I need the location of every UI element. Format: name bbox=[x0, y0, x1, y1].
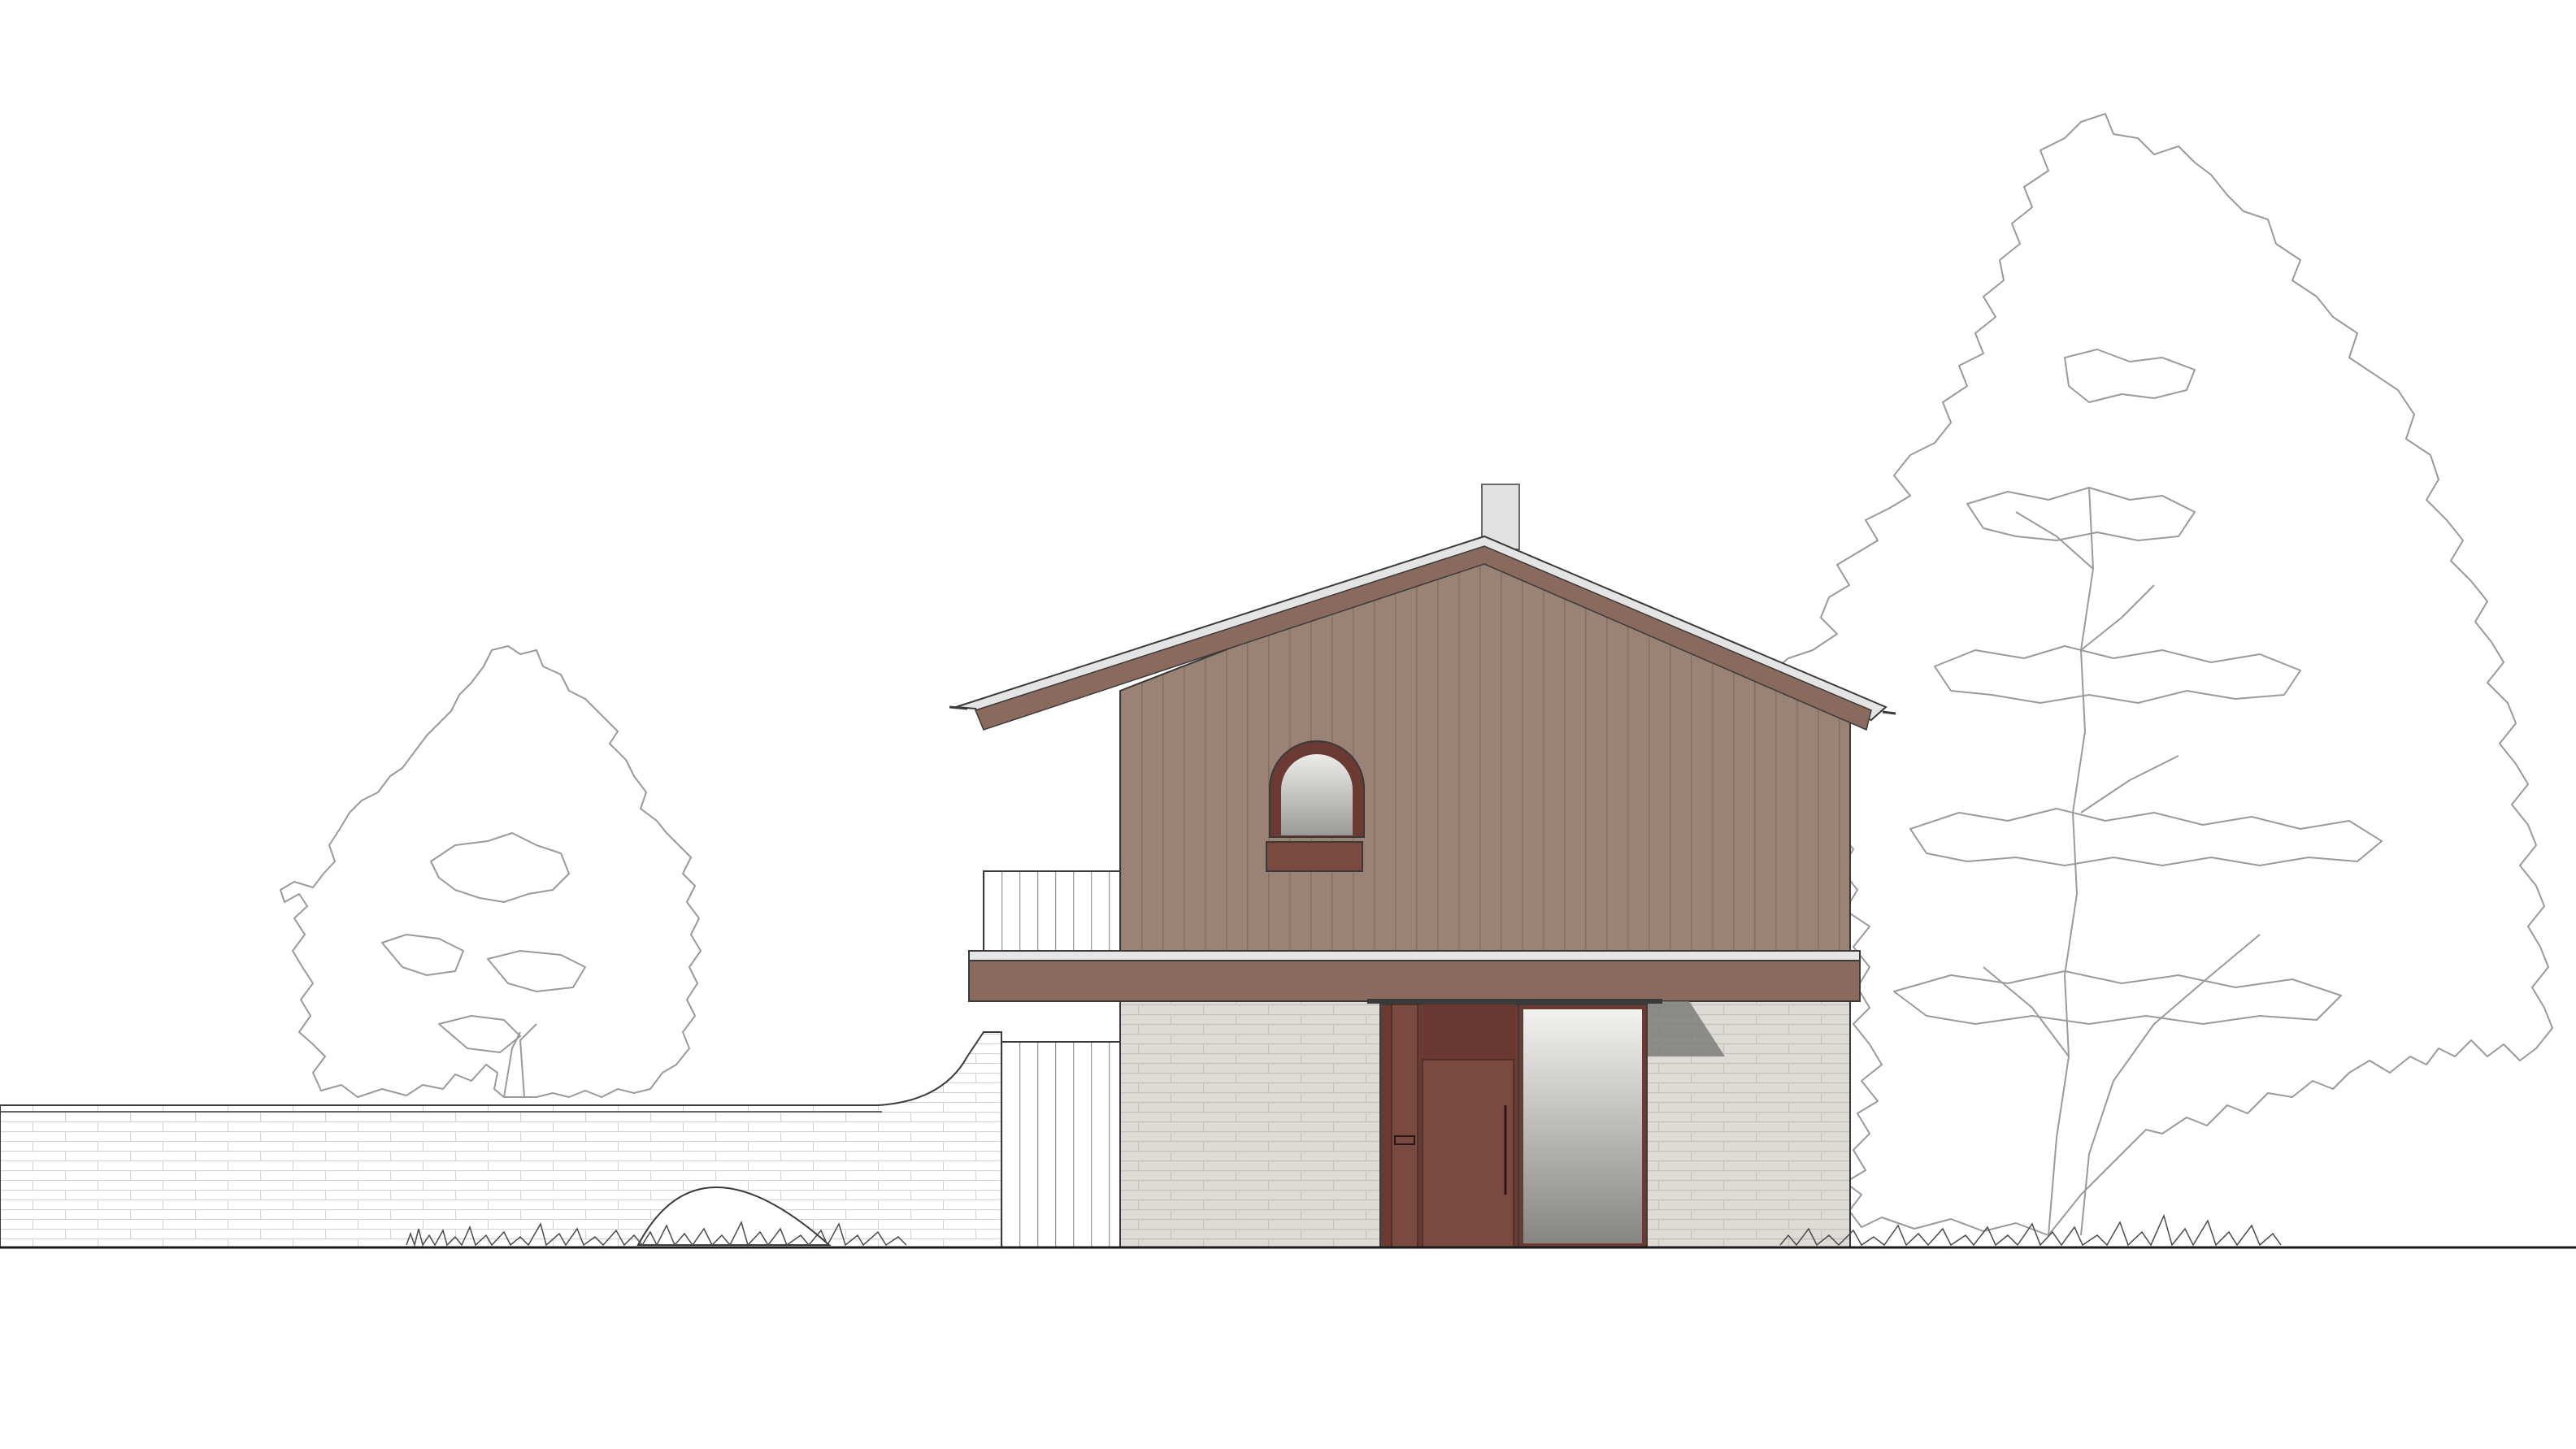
arched-window bbox=[1266, 740, 1365, 872]
glazed-panel bbox=[1518, 1004, 1648, 1248]
tree-left bbox=[280, 645, 702, 1098]
entrance-door bbox=[1379, 1004, 1519, 1248]
gable-house bbox=[949, 484, 1896, 1248]
tree-right bbox=[1767, 113, 2553, 1236]
side-gate bbox=[1001, 1041, 1123, 1248]
grass bbox=[406, 1213, 2282, 1247]
garden-wall bbox=[0, 1031, 1002, 1248]
balcony-railing bbox=[983, 870, 1121, 953]
